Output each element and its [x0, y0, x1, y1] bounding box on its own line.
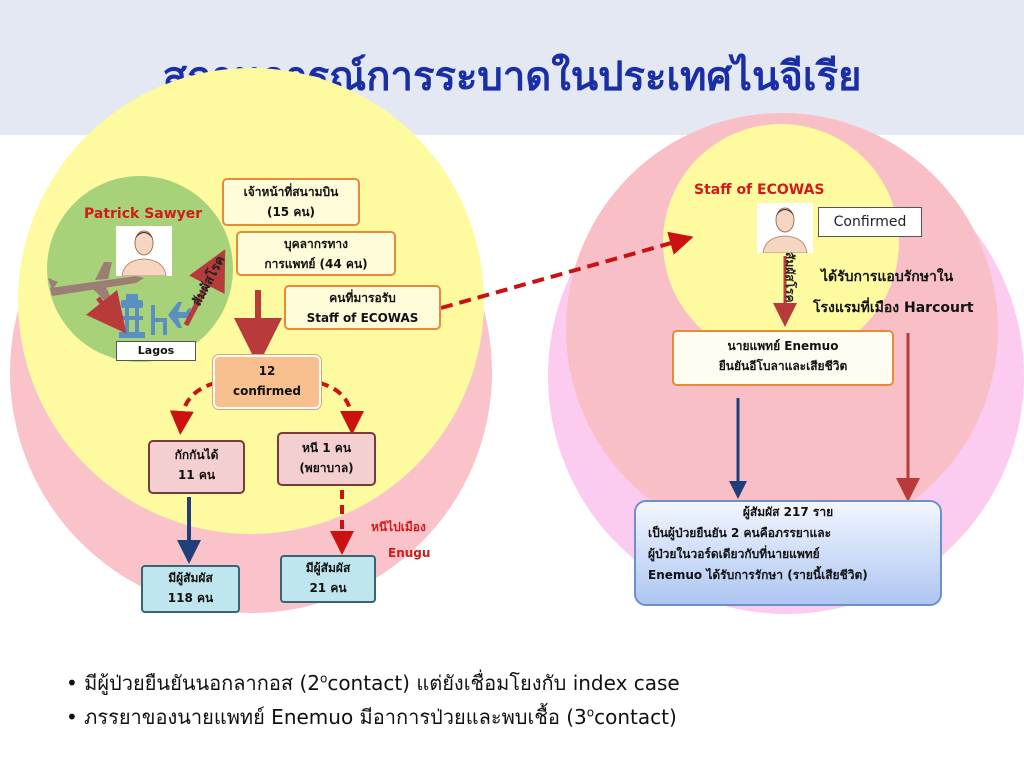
bullet-1-pre: มีผู้ป่วยยืนยันนอกลากอส (2 [84, 671, 320, 695]
medical-staff-line1: บุคลากรทาง [284, 237, 348, 251]
contacts-118-line2: 118 คน [167, 591, 214, 605]
confirmed-box: 12 confirmed [213, 355, 321, 409]
doctor-box: นายแพทย์ Enemuo ยืนยันอีโบลาและเสียชีวิต [672, 330, 894, 386]
doctor-line2: ยืนยันอีโบลาและเสียชีวิต [718, 359, 848, 373]
secret-treatment-line1: ได้รับการแอบรักษาใน [821, 269, 954, 285]
contacts-21-box: มีผู้สัมผัส 21 คน [280, 555, 376, 603]
contact-label-right: สัมผัสโรค [783, 252, 797, 303]
isolated-box: กักกันได้ 11 คน [148, 440, 245, 494]
contacts-118-box: มีผู้สัมผัส 118 คน [141, 565, 240, 613]
control-tower-icon [119, 294, 145, 338]
escape-note-line2: Enugu [388, 546, 431, 560]
arrow-plane-to-tower [85, 289, 127, 334]
bullet-1: • มีผู้ป่วยยืนยันนอกลากอส (2ocontact) แต… [66, 671, 680, 695]
escape-note-line1: หนีไปเมือง [371, 520, 426, 534]
dashed-arrow-to-escaped [319, 381, 364, 435]
secret-treatment-line2: โรงแรมที่เมือง Harcourt [813, 300, 974, 316]
dashed-arrow-to-isolated [169, 381, 216, 435]
contacts-217-line3: ผู้ป่วยในวอร์ดเดียวกับที่นายแพทย์ [648, 547, 820, 561]
escaped-line1: หนี 1 คน [301, 441, 352, 455]
dashed-arrow-left-to-right [440, 231, 694, 310]
isolated-line2: 11 คน [177, 468, 216, 482]
contacts-21-line2: 21 คน [309, 581, 347, 595]
bullet-2-pre: ภรรยาของนายแพทย์ Enemuo มีอาการป่วยและพบ… [84, 705, 587, 729]
isolated-line1: กักกันได้ [174, 448, 219, 462]
contacts-217-line2: เป็นผู้ป่วยยืนยัน 2 คนคือภรรยาและ [648, 526, 832, 540]
confirmed-tag: Confirmed [818, 207, 922, 237]
bullet-2-sup: o [586, 705, 595, 720]
medical-staff-box: บุคลากรทาง การแพทย์ (44 คน) [236, 231, 396, 276]
patient-avatar-icon [116, 226, 172, 276]
doctor-line1: นายแพทย์ Enemuo [727, 339, 839, 353]
ecowas-staff-label: Staff of ECOWAS [694, 182, 825, 198]
contacts-217-line1: ผู้สัมผัส 217 ราย [742, 505, 834, 519]
bullet-1-post: contact) แต่ยังเชื่อมโยงกับ index case [327, 671, 680, 695]
contacts-217-line4: Enemuo ได้รับการรักษา (รายนี้เสียชีวิต) [648, 568, 868, 582]
confirmed-count: 12 [258, 364, 276, 378]
ecowas-receiver-line1: คนที่มารอรับ [329, 291, 396, 305]
airport-staff-box: เจ้าหน้าที่สนามบิน (15 คน) [222, 178, 360, 226]
bullet-2: • ภรรยาของนายแพทย์ Enemuo มีอาการป่วยและ… [66, 705, 677, 729]
contacts-217-box: ผู้สัมผัส 217 ราย เป็นผู้ป่วยยืนยัน 2 คน… [634, 500, 942, 606]
arrow-lagos-to-staff [183, 249, 226, 327]
escaped-line2: (พยาบาล) [299, 461, 354, 475]
ecowas-receiver-box: คนที่มารอรับ Staff of ECOWAS [284, 285, 441, 330]
small-plane-icon [168, 302, 191, 328]
bullet-2-post: contact) [594, 705, 677, 729]
contacts-21-line1: มีผู้สัมผัส [305, 561, 351, 575]
bullet-1-sup: o [319, 671, 328, 686]
airport-staff-line1: เจ้าหน้าที่สนามบิน [243, 185, 339, 199]
medical-staff-line2: การแพทย์ (44 คน) [264, 257, 368, 271]
contacts-118-line1: มีผู้สัมผัส [168, 571, 213, 585]
confirmed-text: confirmed [233, 384, 301, 398]
ecowas-receiver-line2: Staff of ECOWAS [306, 311, 419, 325]
escaped-box: หนี 1 คน (พยาบาล) [277, 432, 376, 486]
staff-avatar-icon [757, 203, 813, 253]
lagos-label: Lagos [116, 341, 196, 361]
patient-label: Patrick Sawyer [84, 206, 203, 222]
airport-staff-line2: (15 คน) [266, 205, 316, 219]
bench-icon [151, 305, 167, 335]
